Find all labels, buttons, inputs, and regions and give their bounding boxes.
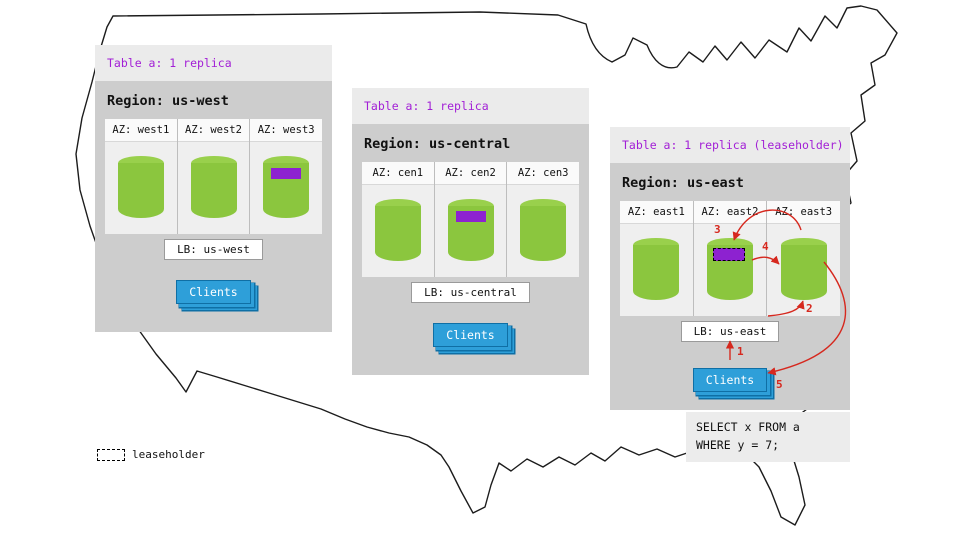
table-replica-header: Table a: 1 replica (leaseholder) xyxy=(610,127,850,163)
database-cylinder xyxy=(117,156,164,218)
az-label: AZ: west3 xyxy=(250,119,323,142)
az-column: AZ: cen2 xyxy=(434,162,508,277)
database-cylinder xyxy=(707,238,753,300)
database-cylinder xyxy=(447,199,494,261)
replica-chip xyxy=(455,211,486,222)
az-column: AZ: west3 xyxy=(250,119,323,234)
database-cylinder xyxy=(633,238,680,300)
az-zone-box: AZ: east1 AZ: east2 AZ: east3 xyxy=(620,201,841,316)
az-label: AZ: cen3 xyxy=(507,162,580,185)
lb-row: LB: us-east xyxy=(620,320,840,342)
database-cylinder xyxy=(263,156,310,218)
clients-row: Clients xyxy=(620,368,840,392)
az-label: AZ: east1 xyxy=(620,201,693,224)
legend: leaseholder xyxy=(97,448,205,461)
leaseholder-legend-label: leaseholder xyxy=(132,448,205,461)
az-label: AZ: west1 xyxy=(105,119,177,142)
sql-query-line-1: SELECT x FROM a xyxy=(696,420,800,434)
az-column: AZ: cen3 xyxy=(507,162,580,277)
load-balancer-box: LB: us-west xyxy=(164,239,263,260)
database-cylinder xyxy=(520,199,567,261)
region-panel-us-west: Table a: 1 replica Region: us-west AZ: w… xyxy=(95,45,332,332)
az-label: AZ: cen2 xyxy=(434,162,507,185)
table-replica-header: Table a: 1 replica xyxy=(352,88,589,124)
load-balancer-box: LB: us-east xyxy=(680,321,780,342)
az-zone-box: AZ: west1 AZ: west2 AZ: west3 xyxy=(105,119,323,234)
region-body: Region: us-west AZ: west1 AZ: west2 xyxy=(95,81,332,310)
cylinder-body xyxy=(780,245,827,300)
clients-row: Clients xyxy=(362,323,579,347)
az-column: AZ: east3 xyxy=(767,201,841,316)
leaseholder-replica-chip xyxy=(713,248,745,261)
region-panel-us-central: Table a: 1 replica Region: us-central AZ… xyxy=(352,88,589,375)
cylinder-body xyxy=(190,163,237,218)
sql-query-line-2: WHERE y = 7; xyxy=(696,437,780,452)
cylinder-body xyxy=(633,245,680,300)
cylinder-body xyxy=(520,206,567,261)
cylinder-body xyxy=(117,163,164,218)
az-column: AZ: west2 xyxy=(177,119,251,234)
sql-query-box: SELECT x FROM a WHERE y = 7; xyxy=(686,412,850,462)
clients-box: Clients xyxy=(176,280,251,304)
lb-row: LB: us-west xyxy=(105,238,322,260)
region-title: Region: us-west xyxy=(107,93,229,109)
region-body: Region: us-central AZ: cen1 AZ: cen2 xyxy=(352,124,589,353)
az-label: AZ: east3 xyxy=(767,201,841,224)
clients-row: Clients xyxy=(105,280,322,304)
region-body: Region: us-east AZ: east1 AZ: east2 xyxy=(610,163,850,398)
cylinder-body xyxy=(374,206,421,261)
region-title: Region: us-central xyxy=(364,136,511,152)
az-column: AZ: east2 xyxy=(693,201,768,316)
az-column: AZ: cen1 xyxy=(362,162,435,277)
clients-box: Clients xyxy=(433,323,508,347)
region-panel-us-east: Table a: 1 replica (leaseholder) Region:… xyxy=(610,127,850,410)
database-cylinder xyxy=(780,238,827,300)
clients-box: Clients xyxy=(692,368,768,392)
replica-chip xyxy=(271,168,302,179)
load-balancer-box: LB: us-central xyxy=(411,282,530,303)
leaseholder-legend-swatch xyxy=(97,448,125,461)
az-label: AZ: west2 xyxy=(177,119,250,142)
lb-row: LB: us-central xyxy=(362,281,579,303)
database-cylinder xyxy=(190,156,237,218)
region-title: Region: us-east xyxy=(622,175,744,191)
az-column: AZ: west1 xyxy=(105,119,178,234)
table-replica-header: Table a: 1 replica xyxy=(95,45,332,81)
az-zone-box: AZ: cen1 AZ: cen2 AZ: cen3 xyxy=(362,162,580,277)
az-column: AZ: east1 xyxy=(620,201,694,316)
database-cylinder xyxy=(374,199,421,261)
az-label: AZ: cen1 xyxy=(362,162,434,185)
az-label: AZ: east2 xyxy=(693,201,767,224)
